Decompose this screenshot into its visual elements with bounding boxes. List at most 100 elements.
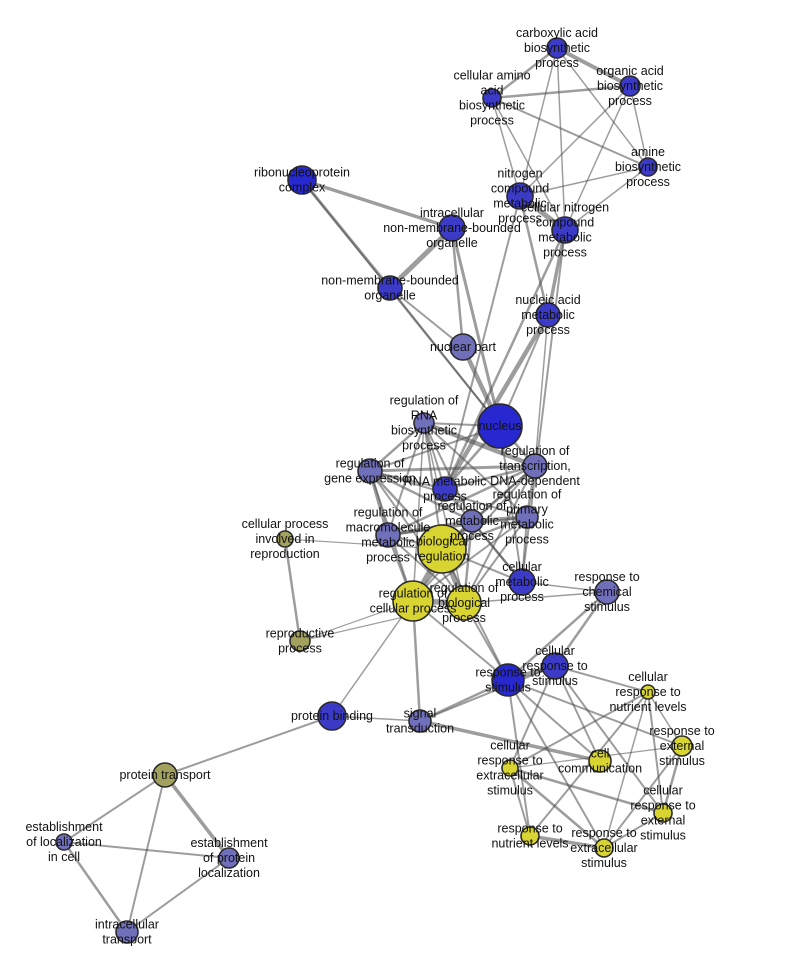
node-amBio[interactable]: amine biosynthetic process	[638, 157, 658, 177]
node-estProtLoc[interactable]: establishment of protein localization	[218, 847, 240, 869]
edge-caBio-ncMet	[519, 47, 558, 197]
node-nucleus[interactable]: nucleus	[477, 403, 523, 449]
edge-regRNAbio-regBioProc	[423, 422, 465, 604]
node-regMacroMet[interactable]: regulation of macromolecule metabolic pr…	[375, 522, 401, 548]
edge-regBioProc-respChem	[463, 591, 608, 604]
edge-cellRespStim-cellComm	[554, 665, 601, 762]
edge-caBio-cncMet	[556, 47, 566, 231]
node-regTransc[interactable]: regulation of transcription, DNA-depende…	[522, 453, 548, 479]
edge-nucleus-regGeneExp	[369, 425, 501, 472]
node-nmbo[interactable]: non-membrane-bounded organelle	[377, 275, 403, 301]
edge-regCellProc-protBind	[331, 600, 414, 717]
node-nucPart[interactable]: nuclear part	[449, 333, 477, 361]
edge-oaBio-aaBio	[490, 84, 632, 100]
node-cellComm[interactable]: cell communication	[588, 749, 612, 773]
edge-inmbo-nmbo	[387, 225, 455, 291]
edge-respChem-cellRespStim	[553, 590, 609, 668]
edge-regGeneExp-regBioProc	[369, 470, 465, 604]
node-cellRespStim[interactable]: cellular response to stimulus	[541, 652, 569, 680]
edge-aaBio-amBio	[491, 97, 649, 168]
node-ncMet[interactable]: nitrogen compound metabolic process	[506, 182, 534, 210]
node-cellRespExt[interactable]: cellular response to external stimulus	[653, 803, 673, 823]
edge-aaBio-cncMet	[491, 97, 566, 231]
node-aaBio[interactable]: cellular amino acid biosynthetic process	[482, 88, 502, 108]
edge-cncMet-rnaMet	[443, 228, 567, 491]
edge-nmbo-nucPart	[389, 287, 464, 348]
edge-respStim-cellComm	[507, 679, 601, 762]
node-respStim[interactable]: response to stimulus	[491, 663, 525, 697]
node-respNutr[interactable]: response to nutrient levels	[520, 826, 540, 846]
node-cellRespNutr[interactable]: cellular response to nutrient levels	[640, 684, 656, 700]
edge-amBio-ncMet	[519, 166, 649, 197]
edge-respNutr-cellRespExtra	[509, 767, 531, 837]
edge-respExtra-cellRespExtra	[508, 766, 606, 850]
edge-protBind-protTrans	[164, 715, 333, 776]
node-respChem[interactable]: response to chemical stimulus	[594, 579, 620, 605]
node-rnp[interactable]: ribonucleoprotein complex	[287, 165, 317, 195]
edge-respChem-respStim	[506, 590, 609, 682]
node-protTrans[interactable]: protein transport	[152, 762, 178, 788]
edge-oaBio-ncMet	[519, 85, 631, 197]
node-bioReg[interactable]: biological regulation	[417, 524, 467, 574]
node-inmbo[interactable]: intracellular non-membrane-bounded organ…	[438, 214, 466, 242]
node-naMet[interactable]: nucleic acid metabolic process	[535, 302, 561, 328]
edge-caBio-oaBio	[555, 46, 632, 88]
edge-regRNAbio-regTransc	[421, 420, 538, 469]
node-regMet[interactable]: regulation of metabolic process	[460, 509, 484, 533]
edge-ncMet-naMet	[518, 194, 550, 317]
node-respExt[interactable]: response to external stimulus	[671, 735, 693, 757]
edge-bioReg-cpir	[284, 538, 443, 550]
edge-cellRespNutr-cellRespExtra	[509, 691, 649, 769]
edge-cellRespStim-sigTrans	[419, 665, 556, 722]
node-intraTrans[interactable]: intracellular transport	[115, 920, 139, 944]
edge-cellRespNutr-respExtra	[603, 691, 649, 849]
edge-protTrans-estLocCell	[63, 774, 166, 843]
node-regCellProc[interactable]: regulation of cellular process	[392, 580, 434, 622]
edge-estLocCell-intraTrans	[62, 840, 129, 934]
edge-rnp-inmbo	[300, 178, 454, 230]
edge-protTrans-estProtLoc	[163, 773, 231, 860]
node-regGeneExp[interactable]: regulation of gene expression	[357, 458, 383, 484]
node-regRNAbio[interactable]: regulation of RNA biosynthetic process	[413, 412, 435, 434]
edge-naMet-regTransc	[534, 314, 549, 467]
node-caBio[interactable]: carboxylic acid biosynthetic process	[546, 37, 568, 59]
edge-caBio-aaBio	[490, 46, 559, 100]
node-estLocCell[interactable]: establishment of localization in cell	[55, 833, 73, 851]
node-sigTrans[interactable]: signal transduction	[408, 709, 432, 733]
edge-cellRespNutr-cellRespExt	[647, 691, 664, 814]
node-reprProc[interactable]: reproductive process	[289, 630, 311, 652]
edge-cpir-reprProc	[283, 537, 302, 643]
edge-naMet-rnaMet	[442, 312, 551, 492]
node-regPrimMet[interactable]: regulation of primary metabolic process	[515, 505, 539, 529]
edge-respStim-respNutr	[507, 679, 531, 837]
edge-estProtLoc-estLocCell	[63, 841, 230, 859]
node-cellRespExtra[interactable]: cellular response to extracellular stimu…	[501, 759, 519, 777]
edges-layer	[62, 46, 684, 934]
node-rnaMet[interactable]: RNA metabolic process	[432, 476, 458, 502]
node-protBind[interactable]: protein binding	[317, 701, 347, 731]
edge-regRNAbio-regCellProc	[412, 422, 425, 602]
edge-regRNAbio-regPrimMet	[423, 422, 528, 518]
edge-respStim-respExtra	[507, 679, 605, 849]
edge-amBio-cncMet	[564, 166, 649, 231]
node-oaBio[interactable]: organic acid biosynthetic process	[619, 75, 641, 97]
edge-cncMet-cellMet	[521, 229, 566, 583]
edge-estProtLoc-intraTrans	[126, 857, 230, 933]
node-respExtra[interactable]: response to extracellular stimulus	[594, 838, 614, 858]
edge-cellRespStim-cellRespNutr	[554, 665, 649, 693]
edge-protTrans-intraTrans	[126, 774, 166, 933]
edge-regPrimMet-regCellProc	[412, 516, 528, 602]
node-cncMet[interactable]: cellular nitrogen compound metabolic pro…	[551, 216, 579, 244]
node-cpir[interactable]: cellular process involved in reproductio…	[276, 530, 294, 548]
edge-inmbo-nucleus	[450, 226, 502, 428]
edge-oaBio-amBio	[629, 85, 649, 168]
edge-cncMet-naMet	[546, 228, 567, 317]
edge-respExt-cellRespExt	[661, 744, 684, 815]
edge-respNutr-respExtra	[528, 834, 606, 850]
edge-respExtra-cellRespExt	[603, 812, 664, 849]
node-cellMet[interactable]: cellular metabolic process	[508, 568, 536, 596]
edge-regTransc-regMacroMet	[386, 464, 537, 537]
node-regBioProc[interactable]: regulation of biological process	[446, 585, 482, 621]
